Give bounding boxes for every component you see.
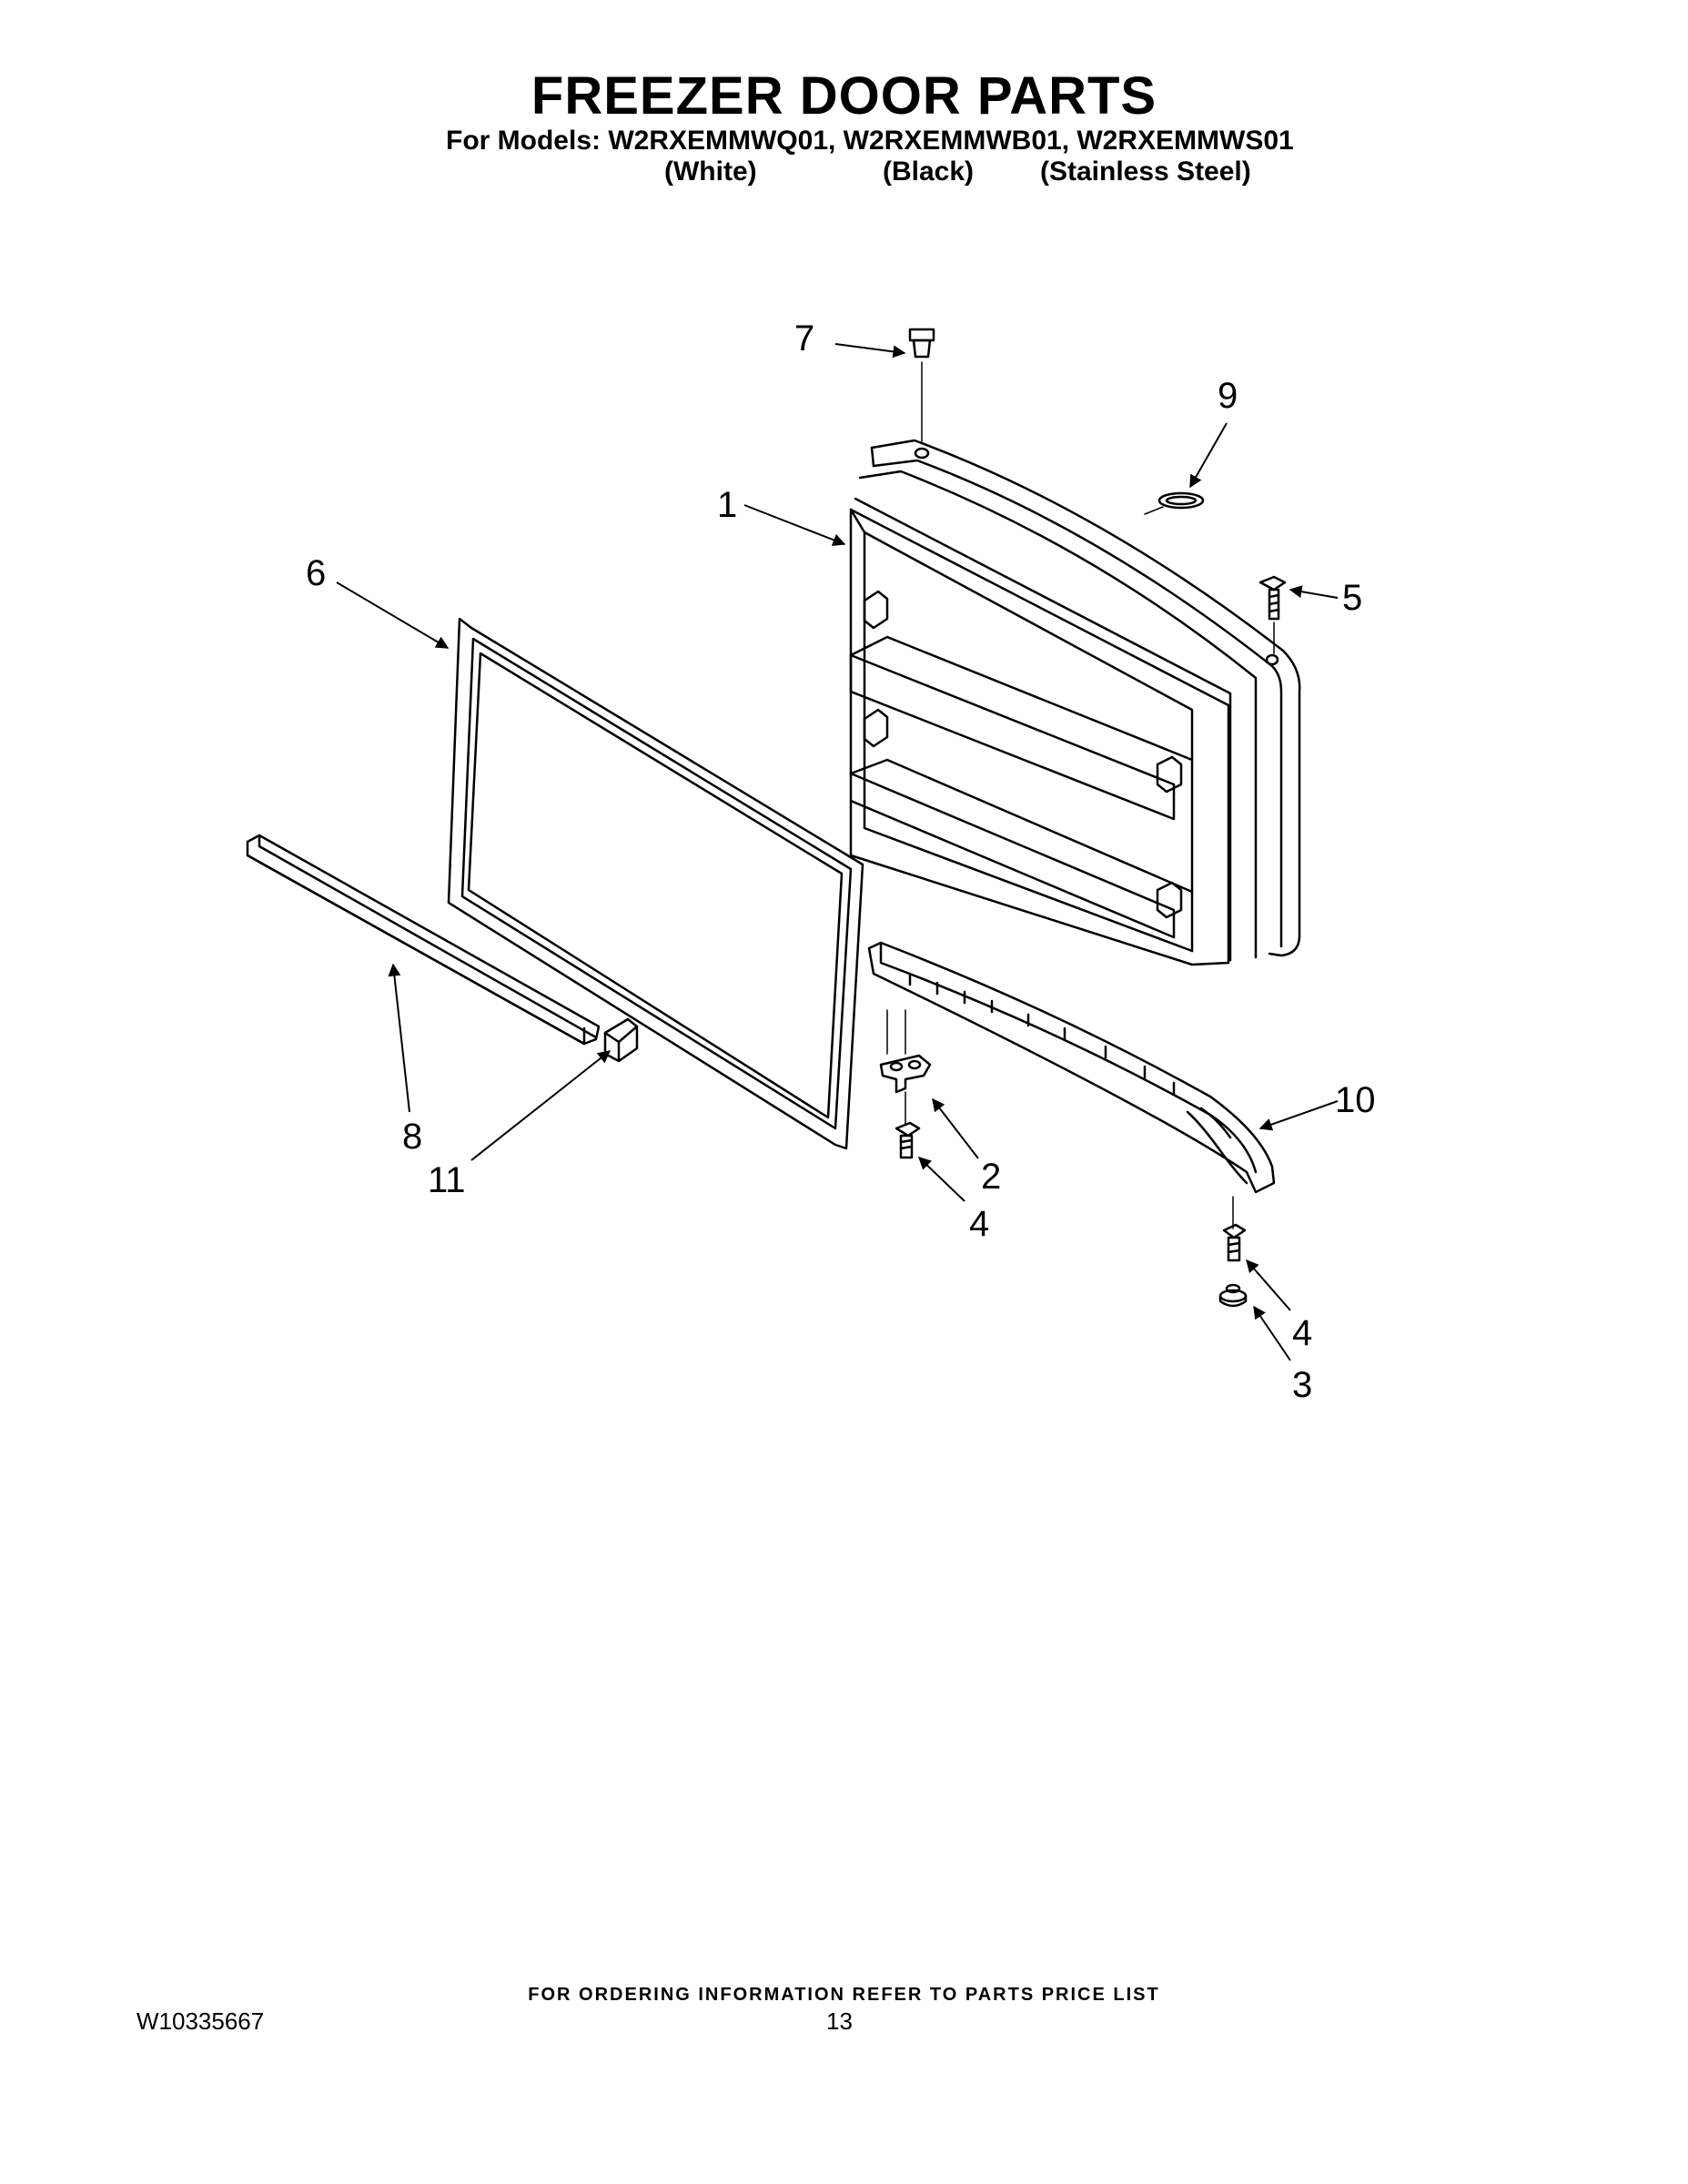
document-number: W10335667 [136,2007,265,2035]
callout-4b: 4 [1292,1313,1312,1353]
hinge-screw-right-part [1222,1196,1247,1262]
page-title: FREEZER DOOR PARTS [531,66,1157,126]
callout-6: 6 [306,553,326,593]
models-line: For Models: W2RXEMMWQ01, W2RXEMMWB01, W2… [446,126,1294,156]
leader-1 [743,504,846,546]
leader-2 [932,1097,979,1159]
hinge-screw-left-part [895,1091,921,1159]
callout-11: 11 [428,1160,466,1200]
hinge-cover-part [867,941,1276,1194]
leader-5 [1289,585,1339,599]
leader-6 [336,581,450,649]
end-cap-part [603,1017,639,1063]
leader-11 [470,1050,612,1161]
leader-3 [1253,1305,1291,1361]
hinge-plate-part [879,1009,932,1094]
leader-10 [1258,1100,1339,1131]
side-screw-part [1258,575,1287,654]
spacer-part [1218,1283,1248,1308]
callout-5: 5 [1342,578,1362,618]
callout-8: 8 [402,1117,422,1157]
leader-9 [1189,422,1228,489]
leader-4a [917,1157,965,1202]
callout-4a: 4 [969,1204,989,1244]
callout-3: 3 [1292,1365,1312,1405]
callout-1: 1 [717,485,737,525]
ordering-note: FOR ORDERING INFORMATION REFER TO PARTS … [528,1985,1160,2005]
leader-7 [834,343,906,359]
callout-9: 9 [1218,376,1238,416]
leader-4b [1246,1259,1291,1311]
door-assembly-part [849,439,1301,966]
color-white: (White) [664,157,757,187]
callout-10: 10 [1335,1080,1376,1120]
trim-strip-part [246,834,601,1046]
color-black: (Black) [883,157,975,187]
callout-7: 7 [794,318,814,359]
callout-2: 2 [981,1157,1001,1197]
leader-8 [388,963,410,1113]
color-stainless: (Stainless Steel) [1040,157,1251,187]
page-number: 13 [826,2007,853,2035]
washer-part [1144,491,1205,515]
door-gasket-part [447,617,864,1150]
top-screw-part [908,328,935,442]
